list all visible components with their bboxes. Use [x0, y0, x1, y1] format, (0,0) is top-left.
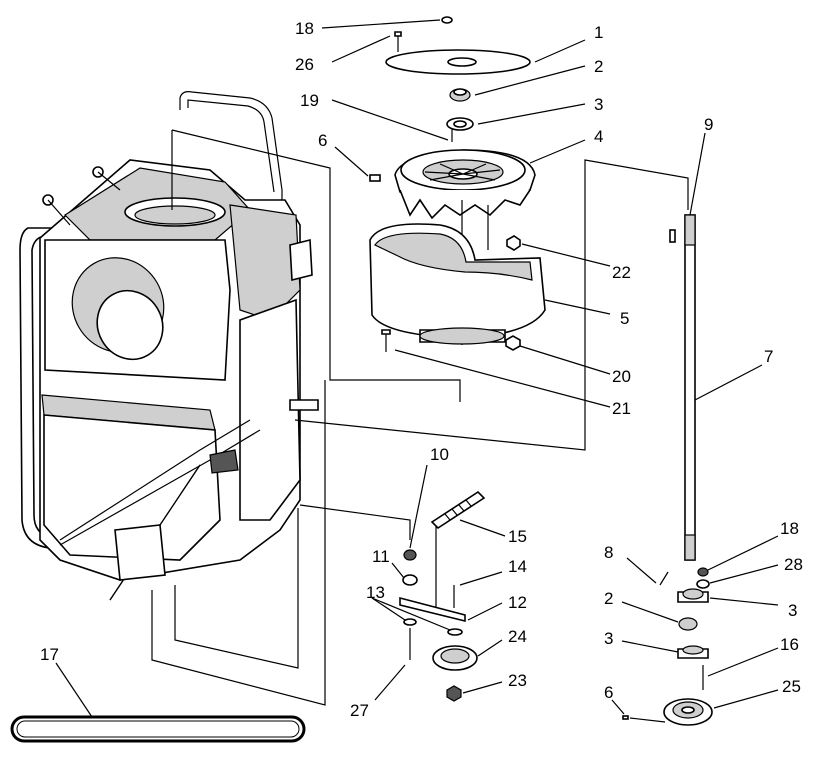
callout-18b: 18 [780, 519, 799, 538]
shaft-assembly [622, 214, 713, 726]
callout-22: 22 [612, 263, 631, 282]
callout-27: 27 [350, 701, 369, 720]
callout-8: 8 [604, 543, 613, 562]
callout-25: 25 [782, 677, 801, 696]
callout-14: 14 [508, 557, 527, 576]
callout-10: 10 [430, 445, 449, 464]
callout-6: 6 [318, 131, 327, 150]
cap-18 [441, 16, 453, 24]
nut-22 [506, 235, 521, 251]
callout-13: 13 [366, 583, 385, 602]
assembly-lines [151, 129, 689, 706]
callout-9: 9 [704, 115, 713, 134]
callout-labels: 18 26 1 2 3 19 6 4 9 22 5 20 21 7 10 15 … [40, 19, 803, 720]
callout-18: 18 [295, 19, 314, 38]
callout-5: 5 [620, 309, 629, 328]
callout-28: 28 [784, 555, 803, 574]
callout-3: 3 [594, 95, 603, 114]
callout-16: 16 [780, 635, 799, 654]
callout-6b: 6 [604, 683, 613, 702]
callout-3c: 3 [604, 629, 613, 648]
callout-3b: 3 [788, 601, 797, 620]
callout-15: 15 [508, 527, 527, 546]
callout-12: 12 [508, 593, 527, 612]
belt-17 [10, 715, 306, 743]
idler-assembly [399, 490, 486, 702]
callout-26: 26 [295, 55, 314, 74]
callout-4: 4 [594, 127, 603, 146]
callout-21: 21 [612, 399, 631, 418]
shaft-7 [684, 214, 696, 561]
callout-20: 20 [612, 367, 631, 386]
callout-19: 19 [300, 91, 319, 110]
callout-24: 24 [508, 627, 527, 646]
callout-2: 2 [594, 57, 603, 76]
key-6 [369, 174, 381, 182]
callout-17: 17 [40, 645, 59, 664]
callout-11: 11 [372, 547, 390, 566]
fan-assembly [369, 16, 546, 352]
callout-2b: 2 [604, 589, 613, 608]
callout-1: 1 [594, 23, 603, 42]
leader-lines [55, 19, 779, 718]
callout-23: 23 [508, 671, 527, 690]
callout-7: 7 [764, 347, 773, 366]
hopper-assembly [19, 91, 319, 601]
